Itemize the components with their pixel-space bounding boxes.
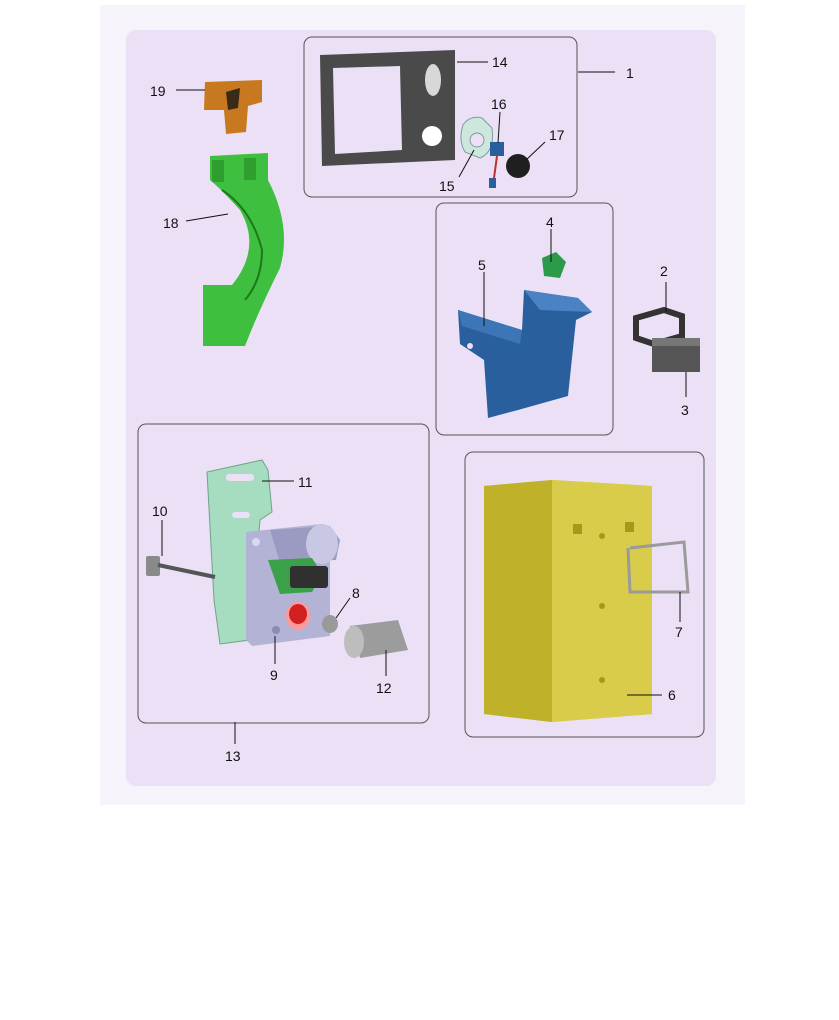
callout-8: 8	[352, 585, 360, 601]
callout-6: 6	[668, 687, 676, 703]
part-2-handle	[633, 306, 685, 348]
callout-12: 12	[376, 680, 392, 696]
callout-10: 10	[152, 503, 168, 519]
callout-5: 5	[478, 257, 486, 273]
part-16-connector	[489, 142, 504, 188]
callout-4: 4	[546, 214, 554, 230]
part-17-knob	[506, 154, 530, 178]
callout-11: 11	[298, 474, 313, 490]
callout-15: 15	[439, 178, 455, 194]
callout-17: 17	[549, 127, 565, 143]
part-4-clip	[542, 252, 566, 278]
part-12-cylinder	[344, 620, 408, 658]
callout-7: 7	[675, 624, 683, 640]
callout-2: 2	[660, 263, 668, 279]
part-18-green-guard	[203, 153, 284, 346]
part-19-orange-clip	[204, 80, 262, 134]
part-3-latch	[652, 338, 700, 372]
callout-16: 16	[491, 96, 507, 112]
group-box-1	[303, 36, 578, 198]
callout-14: 14	[492, 54, 508, 70]
callout-19: 19	[150, 83, 166, 99]
part-10-bolt	[146, 556, 216, 579]
part-5-bracket	[458, 290, 592, 418]
callout-1: 1	[626, 65, 634, 81]
part-11-mount-plate	[206, 459, 273, 645]
leader-lines	[161, 61, 687, 744]
red-button	[286, 602, 310, 630]
callout-9: 9	[270, 667, 278, 683]
group-box-6	[464, 451, 705, 738]
part-14-bezel	[320, 50, 455, 166]
callout-13: 13	[225, 748, 241, 764]
callout-18: 18	[163, 215, 179, 231]
group-box-5	[435, 202, 614, 436]
part-15-gasket	[460, 116, 493, 159]
part-7-wire-handle	[626, 540, 690, 594]
callout-3: 3	[681, 402, 689, 418]
part-8-bushing	[322, 615, 338, 633]
part-6-housing	[484, 480, 652, 722]
group-box-13	[137, 423, 430, 724]
